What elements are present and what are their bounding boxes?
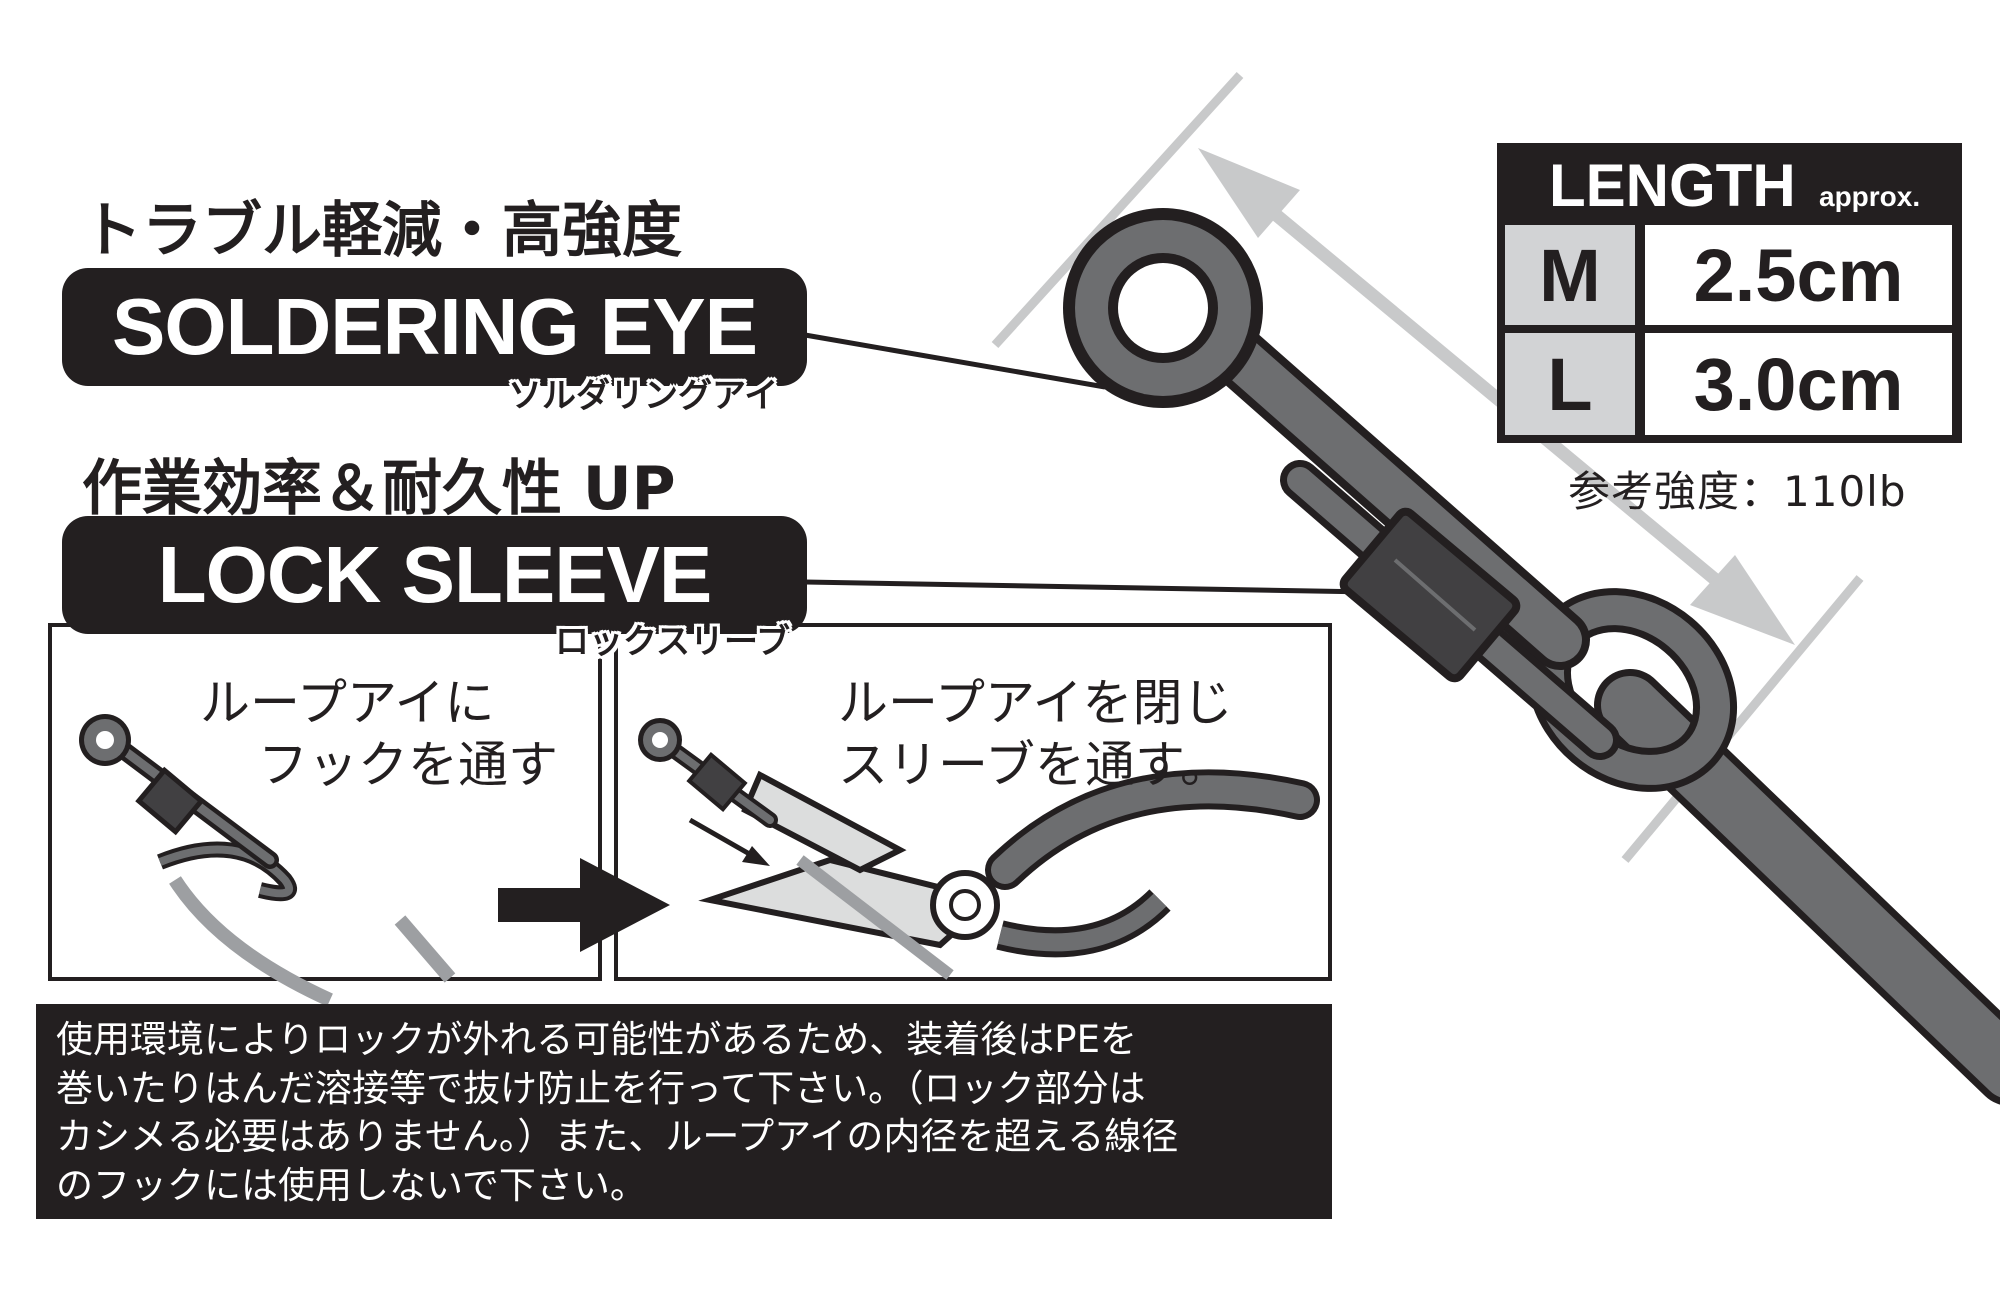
length-table: LENGTH approx. M 2.5cm L 3.0cm — [1497, 143, 1962, 443]
step-2-line-2: スリーブを通す。 — [838, 736, 1230, 794]
lock-sleeve-kana: ロックスリーブ — [555, 622, 790, 662]
step-2-illustration — [638, 718, 1320, 980]
notice-line-2: 巻いたりはんだ溶接等で抜け防止を行って下さい。（ロック部分は — [56, 1066, 1146, 1110]
notice-line-4: のフックには使用しないで下さい。 — [56, 1163, 647, 1207]
soldering-eye-kana: ソルダリングアイ — [508, 376, 779, 416]
notice-line-1: 使用環境によりロックが外れる可能性があるため、装着後はPEを — [56, 1018, 1137, 1061]
step-1-text: ループアイに フックを通す — [200, 672, 558, 796]
size-l-label: L — [1505, 333, 1635, 435]
snap-illustration — [1063, 208, 1738, 792]
step-1-illustration — [79, 714, 456, 1007]
size-m-length: 2.5cm — [1645, 225, 1952, 325]
lock-sleeve-label: LOCK SLEEVE — [62, 516, 807, 634]
caution-notice: 使用環境によりロックが外れる可能性があるため、装着後はPEを 巻いたりはんだ溶接… — [36, 1004, 1332, 1219]
measure-guides — [991, 71, 1864, 863]
length-table-header: LENGTH approx. — [1497, 143, 1962, 223]
notice-line-3: カシメる必要はありません。）また、ループアイの内径を超える線径 — [56, 1115, 1179, 1158]
size-m-label: M — [1505, 225, 1635, 325]
feature-heading-soldering: トラブル軽減・高強度 — [82, 196, 682, 266]
step-1-line-2: フックを通す — [258, 736, 558, 794]
next-arrow-icon — [498, 858, 670, 952]
length-title: LENGTH — [1549, 152, 1796, 219]
leader-lines — [804, 332, 1371, 595]
length-approx: approx. — [1819, 181, 1921, 212]
step-1-line-1: ループアイに — [200, 674, 495, 732]
reference-strength: 参考強度：110lb — [1568, 467, 1907, 516]
step-2-text: ループアイを閉じ スリーブを通す。 — [838, 672, 1233, 796]
size-l-length: 3.0cm — [1645, 333, 1952, 435]
soldering-eye-label: SOLDERING EYE — [62, 268, 807, 386]
feature-heading-sleeve: 作業効率＆耐久性 UP — [82, 454, 676, 524]
step-2-line-1: ループアイを閉じ — [838, 674, 1233, 732]
